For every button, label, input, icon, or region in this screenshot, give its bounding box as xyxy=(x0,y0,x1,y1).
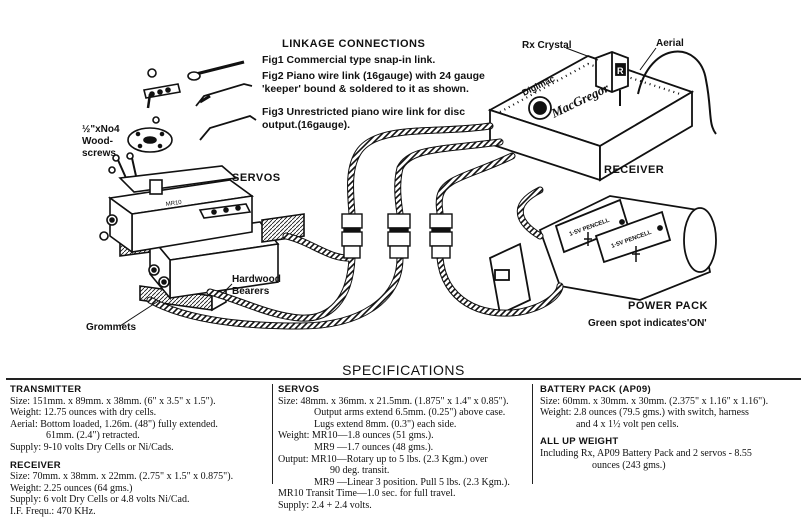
receiver-weight: Weight: 2.25 ounces (64 gms.) xyxy=(10,482,133,494)
transmitter-supply: Supply: 9-10 volts Dry Cells or Ni/Cads. xyxy=(10,441,174,453)
receiver-label: RECEIVER xyxy=(604,164,665,176)
column-separator-1 xyxy=(272,384,273,484)
receiver-supply: Supply: 6 volt Dry Cells or 4.8 volts Ni… xyxy=(10,494,190,506)
rx-crystal-label: Rx Crystal xyxy=(522,40,572,51)
power-pack-label: POWER PACK xyxy=(628,300,708,312)
linkage-title: LINKAGE CONNECTIONS xyxy=(282,38,426,50)
servos-weight-mr9: MR9 —1.7 ounces (48 gms.). xyxy=(314,441,434,453)
transmitter-aerial: Aerial: Bottom loaded, 1.26m. (48") full… xyxy=(10,418,218,430)
hardwood-bearers-label: Hardwood Bearers xyxy=(232,274,281,297)
green-spot-label: Green spot indicates'ON' xyxy=(588,318,707,329)
servos-size: Size: 48mm. x 36mm. x 21.5mm. (1.875" x … xyxy=(278,395,509,407)
transmitter-size: Size: 151mm. x 89mm. x 38mm. (6" x 3.5" … xyxy=(10,395,216,407)
specifications-title: SPECIFICATIONS xyxy=(342,362,465,378)
wiring-diagram: Digimac MacGregor R MR10 1·5V PENCELL 1·… xyxy=(99,47,717,330)
battery-pack-size: Size: 60mm. x 30mm. x 30mm. (2.375" x 1.… xyxy=(540,395,769,407)
crystal-letter: R xyxy=(617,66,624,76)
servo-unit xyxy=(99,165,305,312)
servo-mark: MR10 xyxy=(165,200,182,208)
braided-cables xyxy=(146,122,564,330)
receiver-if-frequency: I.F. Frequ.: 470 KHz. xyxy=(10,505,96,517)
all-up-weight-line-1: Including Rx, AP09 Battery Pack and 2 se… xyxy=(540,447,752,459)
servos-transit-time: MR10 Transit Time—1.0 sec. for full trav… xyxy=(278,488,456,500)
specs-divider xyxy=(6,378,801,380)
battery-pack-weight: Weight: 2.8 ounces (79.5 gms.) with swit… xyxy=(540,407,749,419)
aerial-label: Aerial xyxy=(656,38,684,49)
specs-column-2: SERVOS Size: 48mm. x 36mm. x 21.5mm. (1.… xyxy=(278,384,530,512)
fig3-label: Fig3 Unrestricted piano wire link for di… xyxy=(262,106,466,131)
all-up-weight-line-2: ounces (243 gms.) xyxy=(592,459,666,471)
power-pack-unit xyxy=(488,195,717,316)
battery-pack-heading: BATTERY PACK (AP09) xyxy=(540,384,651,395)
receiver-unit xyxy=(487,50,717,182)
transmitter-heading: TRANSMITTER xyxy=(10,384,82,395)
transmitter-weight: Weight: 12.75 ounces with dry cells. xyxy=(10,407,157,419)
all-up-weight-heading: ALL UP WEIGHT xyxy=(540,436,619,448)
servos-output-mr10: Output: MR10—Rotary up to 5 lbs. (2.3 Kg… xyxy=(278,453,488,465)
receiver-heading: RECEIVER xyxy=(10,459,61,471)
servos-weight-mr10: Weight: MR10—1.8 ounces (51 gms.). xyxy=(278,430,434,442)
specs-column-3: BATTERY PACK (AP09) Size: 60mm. x 30mm. … xyxy=(540,384,802,471)
servos-label: SERVOS xyxy=(232,172,281,184)
fig1-label: Fig1 Commercial type snap-in link. xyxy=(262,54,436,66)
grommets-label: Grommets xyxy=(86,322,137,333)
servos-output-transit: 90 deg. transit. xyxy=(330,465,390,477)
servos-lugs: Lugs extend 8mm. (0.3") each side. xyxy=(314,418,457,430)
transmitter-aerial-retracted: 61mm. (2.4") retracted. xyxy=(46,430,140,442)
fig2-label: Fig2 Piano wire link (16gauge) with 24 g… xyxy=(262,70,485,95)
leader-lines xyxy=(119,47,657,327)
plug-connectors xyxy=(341,213,453,259)
servos-output-arms: Output arms extend 6.5mm. (0.25") above … xyxy=(314,407,506,419)
battery-pack-cells: and 4 x 1½ volt pen cells. xyxy=(576,418,679,430)
servos-heading: SERVOS xyxy=(278,384,320,395)
wood-screws-label: ½"xNo4 Wood-screws xyxy=(82,124,120,159)
specs-column-1: TRANSMITTER Size: 151mm. x 89mm. x 38mm.… xyxy=(10,384,272,518)
servos-output-mr9: MR9 —Linear 3 position. Pull 5 lbs. (2.3… xyxy=(314,476,510,488)
column-separator-2 xyxy=(532,384,533,484)
receiver-size: Size: 70mm. x 38mm. x 22mm. (2.75" x 1.5… xyxy=(10,471,234,483)
linkage-parts xyxy=(108,60,257,184)
